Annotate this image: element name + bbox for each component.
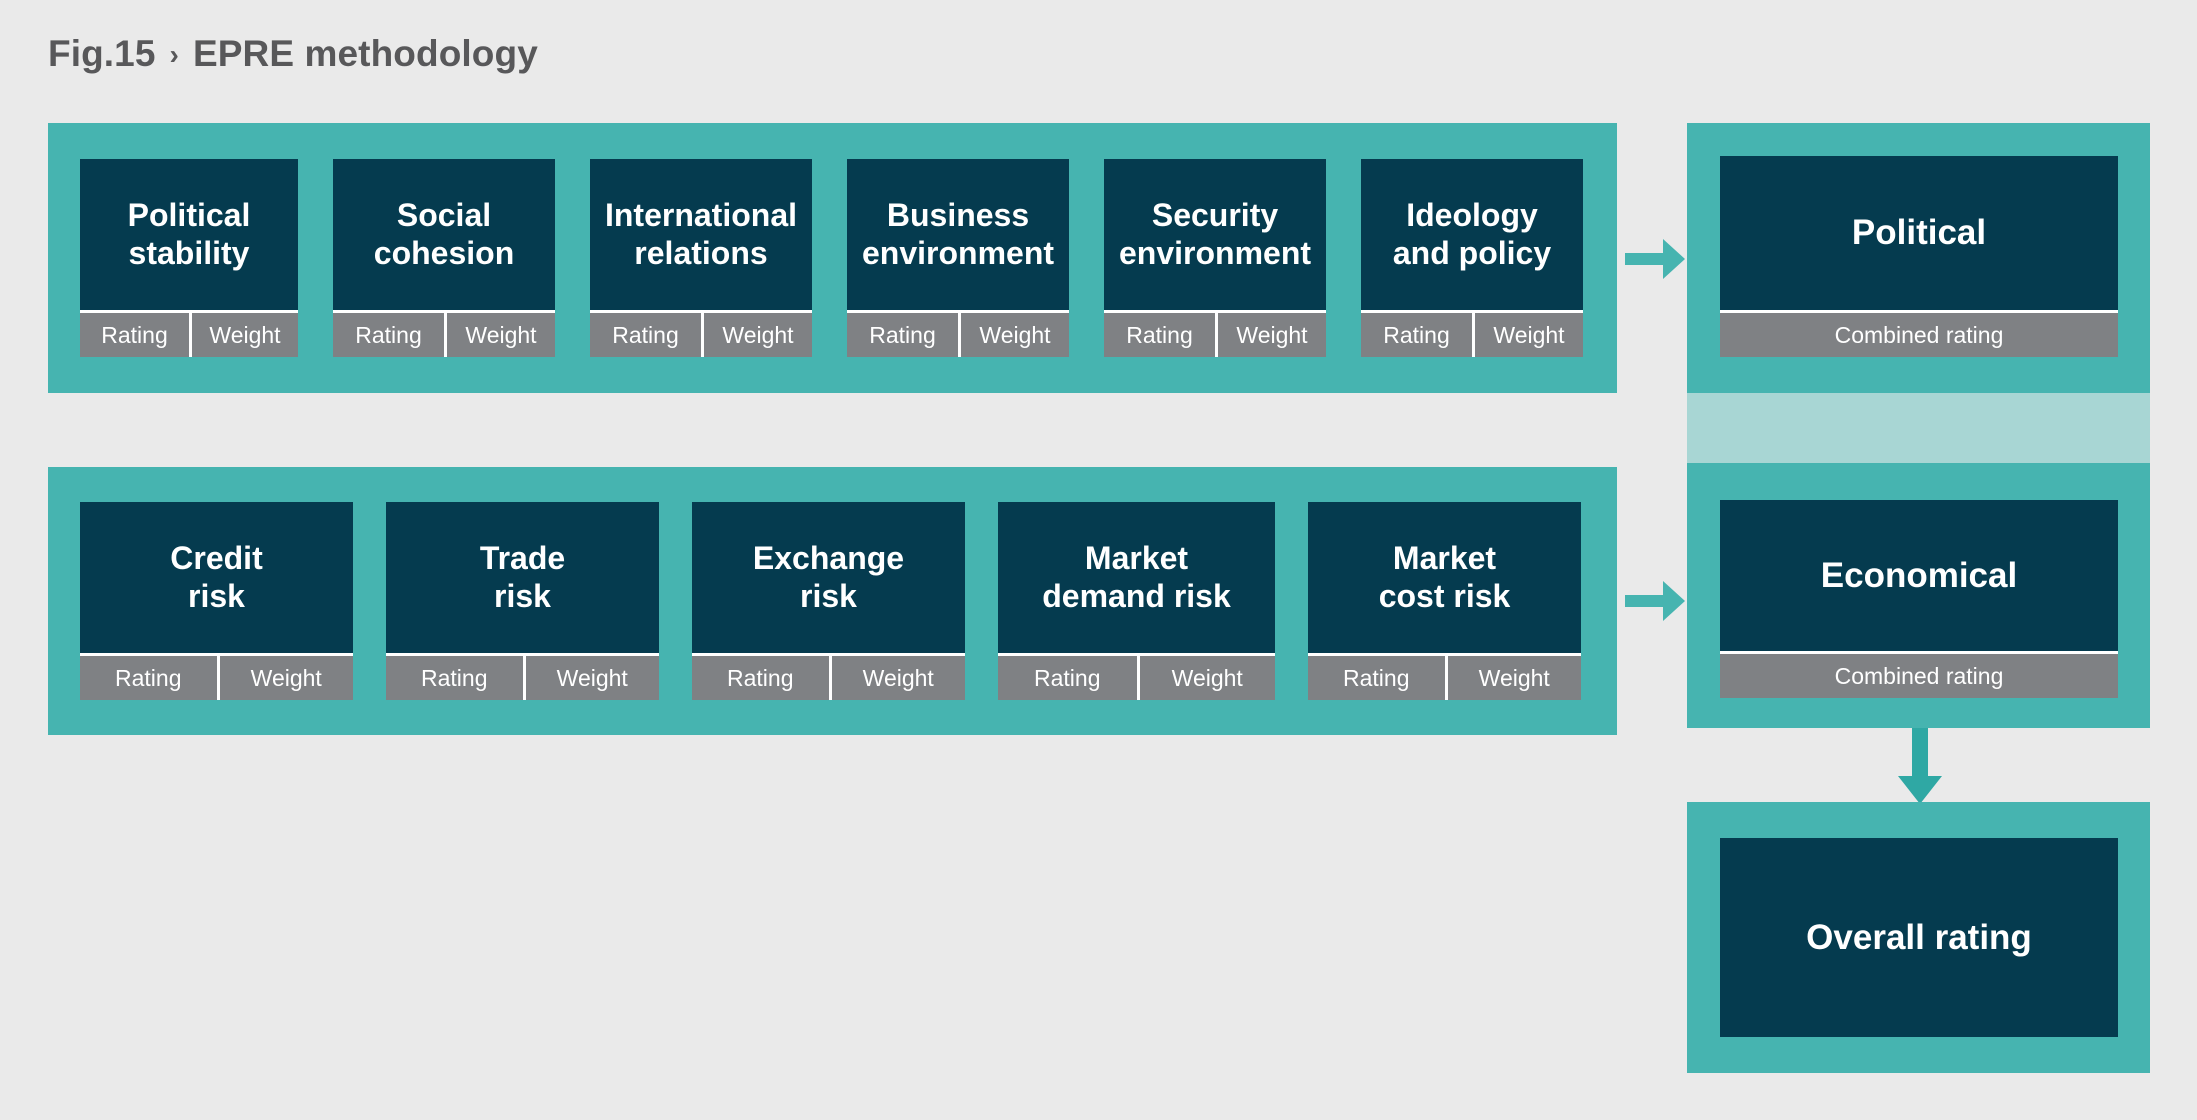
factor-title: Security environment <box>1118 196 1312 271</box>
factor-title: Market cost risk <box>1378 539 1511 614</box>
factor-title: Ideology and policy <box>1392 196 1552 271</box>
weight-cell[interactable]: Weight <box>828 656 965 700</box>
factor-title: Political stability <box>127 196 251 271</box>
factor-market-cost-risk[interactable]: Market cost risk Rating Weight <box>1308 502 1581 700</box>
rating-cell[interactable]: Rating <box>847 313 958 357</box>
arrow-economical-right-icon <box>1625 581 1685 621</box>
rating-cell[interactable]: Rating <box>1361 313 1472 357</box>
aggregate-footer: Combined rating <box>1720 651 2118 698</box>
factor-footer: Rating Weight <box>692 653 965 700</box>
factor-exchange-risk[interactable]: Exchange risk Rating Weight <box>692 502 965 700</box>
factor-footer: Rating Weight <box>80 653 353 700</box>
factor-security-environment[interactable]: Security environment Rating Weight <box>1104 159 1326 357</box>
aggregate-economical[interactable]: Economical Combined rating <box>1720 500 2118 698</box>
rating-cell[interactable]: Rating <box>333 313 444 357</box>
rating-cell[interactable]: Rating <box>386 656 523 700</box>
factor-footer: Rating Weight <box>333 310 555 357</box>
aggregate-title: Economical <box>1820 555 2018 595</box>
aggregate-footer: Combined rating <box>1720 310 2118 357</box>
weight-cell[interactable]: Weight <box>1136 656 1275 700</box>
arrow-overall-down-icon <box>1898 728 1942 804</box>
weight-cell[interactable]: Weight <box>216 656 353 700</box>
rating-cell[interactable]: Rating <box>692 656 829 700</box>
weight-cell[interactable]: Weight <box>1444 656 1581 700</box>
weight-cell[interactable]: Weight <box>701 313 812 357</box>
political-factors-panel <box>48 123 1617 393</box>
factor-title: International relations <box>604 196 797 271</box>
rating-cell[interactable]: Rating <box>1104 313 1215 357</box>
rating-cell[interactable]: Rating <box>1308 656 1445 700</box>
factor-footer: Rating Weight <box>1308 653 1581 700</box>
rating-cell[interactable]: Rating <box>80 656 217 700</box>
factor-title: Social cohesion <box>373 196 515 271</box>
rating-cell[interactable]: Rating <box>590 313 701 357</box>
factor-footer: Rating Weight <box>386 653 659 700</box>
factor-international-relations[interactable]: International relations Rating Weight <box>590 159 812 357</box>
factor-title: Credit risk <box>170 539 263 614</box>
aggregate-title: Political <box>1851 213 1987 252</box>
weight-cell[interactable]: Weight <box>1472 313 1583 357</box>
overall-rating-box[interactable]: Overall rating <box>1720 838 2118 1037</box>
factor-footer: Rating Weight <box>998 653 1275 700</box>
chevron-right-icon: › <box>169 39 179 70</box>
weight-cell[interactable]: Weight <box>958 313 1069 357</box>
factor-title: Exchange risk <box>752 539 905 614</box>
weight-cell[interactable]: Weight <box>522 656 659 700</box>
weight-cell[interactable]: Weight <box>189 313 298 357</box>
factor-ideology-and-policy[interactable]: Ideology and policy Rating Weight <box>1361 159 1583 357</box>
aggregate-connector-band <box>1687 393 2150 463</box>
factor-business-environment[interactable]: Business environment Rating Weight <box>847 159 1069 357</box>
rating-cell[interactable]: Rating <box>80 313 189 357</box>
weight-cell[interactable]: Weight <box>1215 313 1326 357</box>
factor-credit-risk[interactable]: Credit risk Rating Weight <box>80 502 353 700</box>
factor-footer: Rating Weight <box>847 310 1069 357</box>
arrow-political-right-icon <box>1625 239 1685 279</box>
weight-cell[interactable]: Weight <box>444 313 555 357</box>
rating-cell[interactable]: Rating <box>998 656 1137 700</box>
figure-title: Fig.15 › EPRE methodology <box>48 33 538 75</box>
factor-market-demand-risk[interactable]: Market demand risk Rating Weight <box>998 502 1275 700</box>
aggregate-political[interactable]: Political Combined rating <box>1720 156 2118 357</box>
overall-rating-label: Overall rating <box>1806 917 2032 957</box>
factor-title: Business environment <box>861 196 1055 271</box>
factor-social-cohesion[interactable]: Social cohesion Rating Weight <box>333 159 555 357</box>
factor-footer: Rating Weight <box>590 310 812 357</box>
factor-trade-risk[interactable]: Trade risk Rating Weight <box>386 502 659 700</box>
factor-political-stability[interactable]: Political stability Rating Weight <box>80 159 298 357</box>
factor-footer: Rating Weight <box>1104 310 1326 357</box>
factor-title: Trade risk <box>479 539 566 614</box>
factor-footer: Rating Weight <box>80 310 298 357</box>
figure-label: Fig.15 <box>48 33 156 74</box>
factor-title: Market demand risk <box>1042 539 1231 614</box>
figure-title-text: EPRE methodology <box>192 33 538 74</box>
economical-factor-boxes: Credit risk Rating Weight Trade risk Rat… <box>80 502 1585 700</box>
political-factor-boxes: Political stability Rating Weight Social… <box>80 159 1585 357</box>
factor-footer: Rating Weight <box>1361 310 1583 357</box>
